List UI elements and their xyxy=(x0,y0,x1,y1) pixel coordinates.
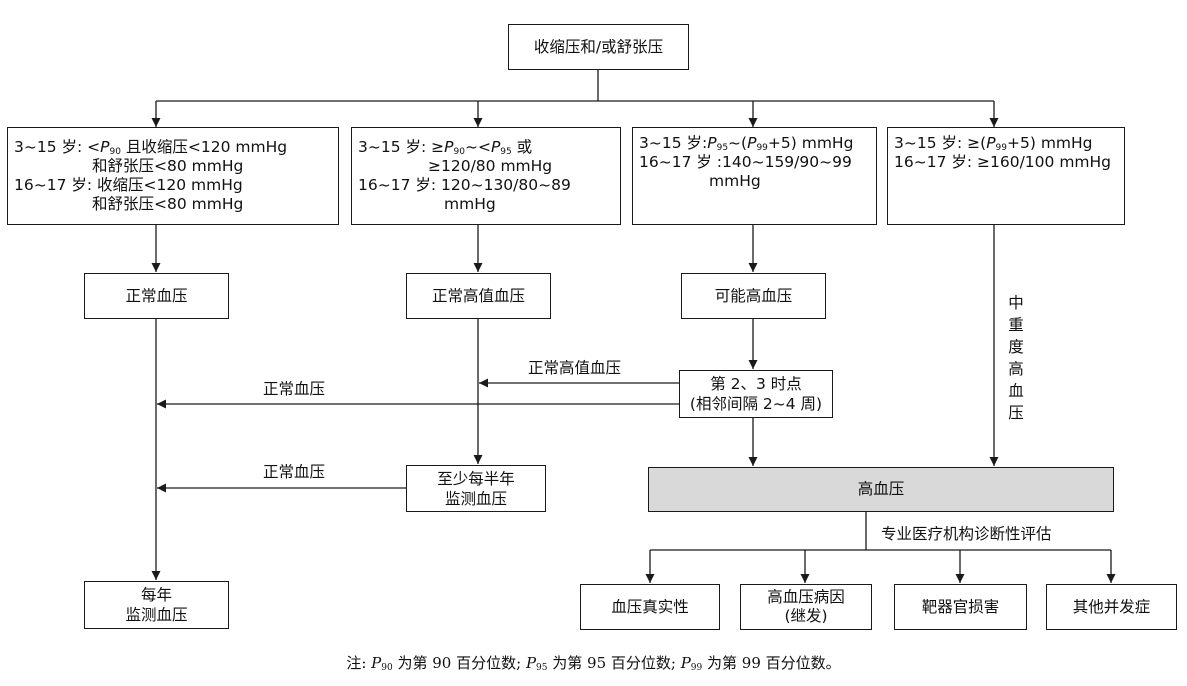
halfyear-line1: 至少每半年 xyxy=(437,469,515,488)
c2-line1: 3~15 岁: ≥P90~<P95 或 xyxy=(358,138,532,157)
footnote-p95-sub: 95 xyxy=(536,663,548,673)
footnote: 注: P90 为第 90 百分位数; P95 为第 95 百分位数; P99 为… xyxy=(0,652,1187,673)
node-yearly-monitor: 每年 监测血压 xyxy=(84,581,229,629)
edge-label-normal-1: 正常血压 xyxy=(263,380,326,398)
c2-l1-sub2: 95 xyxy=(500,147,512,157)
edge-label-high-normal: 正常高值血压 xyxy=(528,359,622,377)
node-possible-hypertension-label: 可能高血压 xyxy=(714,286,793,305)
node-bp-input-label: 收缩压和/或舒张压 xyxy=(533,37,664,56)
node-timepoint: 第 2、3 时点 (相邻间隔 2~4 周) xyxy=(679,370,833,418)
node-bp-authenticity: 血压真实性 xyxy=(580,584,720,630)
footnote-p90-text: 为第 90 百分位数; xyxy=(392,654,526,672)
node-possible-hypertension: 可能高血压 xyxy=(681,273,826,319)
c4-l1-var: P xyxy=(986,134,996,152)
c4-l1-prefix: 3~15 岁: ≥( xyxy=(894,134,987,152)
c2-line4: mmHg xyxy=(444,195,496,213)
node-other-complications-label: 其他并发症 xyxy=(1072,597,1151,616)
c2-l1-mid: ~< xyxy=(464,138,491,156)
c2-l1-sub1: 90 xyxy=(453,147,465,157)
node-normal-bp-label: 正常血压 xyxy=(125,286,188,305)
c1-l1-sub: 90 xyxy=(109,147,121,157)
c3-l1-prefix: 3~15 岁: xyxy=(639,134,708,152)
cause-line2: (继发) xyxy=(784,607,828,625)
node-criteria-normal: 3~15 岁: <P90 且收缩压<120 mmHg 和舒张压<80 mmHg … xyxy=(7,127,339,225)
c4-l1-suffix: +5) mmHg xyxy=(1007,134,1093,152)
c3-l1-var1: P xyxy=(707,134,717,152)
c1-l1-prefix: 3~15 岁: < xyxy=(14,138,101,156)
footnote-p99-text: 为第 99 百分位数。 xyxy=(702,654,841,672)
footnote-p95-var: P xyxy=(525,654,537,672)
c1-l1-var: P xyxy=(100,138,110,156)
node-bp-input: 收缩压和/或舒张压 xyxy=(508,24,689,70)
c1-line2: 和舒张压<80 mmHg xyxy=(92,157,244,175)
yearly-line1: 每年 xyxy=(140,586,172,604)
c3-line1: 3~15 岁:P95~(P99+5) mmHg xyxy=(639,134,853,153)
c3-line3: mmHg xyxy=(709,172,761,190)
c3-l1-mid: ~( xyxy=(728,134,748,152)
c2-l1-prefix: 3~15 岁: ≥ xyxy=(358,138,445,156)
c3-line2: 16~17 岁 :140~159/90~99 xyxy=(639,153,852,171)
node-halfyear-monitor: 至少每半年 监测血压 xyxy=(406,465,546,512)
footnote-p90-var: P xyxy=(371,654,382,672)
edge-label-moderate-severe: 中重度高血压 xyxy=(1008,294,1024,422)
c3-l1-suffix: +5) mmHg xyxy=(767,134,854,152)
cause-line1: 高血压病因 xyxy=(767,588,845,606)
footnote-p90-sub: 90 xyxy=(381,663,393,673)
footnote-prefix: 注: xyxy=(346,654,372,672)
edge-label-normal-2: 正常血压 xyxy=(263,463,326,481)
node-bp-authenticity-label: 血压真实性 xyxy=(611,597,689,616)
c2-l1-var2: P xyxy=(490,138,501,156)
c2-line3: 16~17 岁: 120~130/80~89 xyxy=(358,176,571,194)
c2-l1-suffix: 或 xyxy=(511,138,533,156)
c3-l1-var2: P xyxy=(747,134,757,152)
footnote-p99-var: P xyxy=(680,654,691,672)
c2-l1-var1: P xyxy=(444,138,454,156)
node-other-complications: 其他并发症 xyxy=(1046,584,1177,630)
c1-line1: 3~15 岁: <P90 且收缩压<120 mmHg xyxy=(14,138,287,157)
timepoint-line2: (相邻间隔 2~4 周) xyxy=(689,395,823,413)
c4-line1: 3~15 岁: ≥(P99+5) mmHg xyxy=(894,134,1093,153)
node-hypertension-label: 高血压 xyxy=(857,480,905,498)
yearly-line2: 监测血压 xyxy=(125,606,188,624)
c1-line4: 和舒张压<80 mmHg xyxy=(92,195,244,213)
node-criteria-possible: 3~15 岁:P95~(P99+5) mmHg 16~17 岁 :140~159… xyxy=(632,127,877,225)
footnote-p95-text: 为第 95 百分位数; xyxy=(547,654,681,672)
footnote-p99-sub: 99 xyxy=(690,663,703,673)
c1-l1-suffix: 且收缩压<120 mmHg xyxy=(120,138,288,156)
node-secondary-cause: 高血压病因 (继发) xyxy=(740,584,872,630)
c2-line2: ≥120/80 mmHg xyxy=(428,157,553,175)
c3-l1-sub2: 99 xyxy=(756,143,768,153)
node-hypertension: 高血压 xyxy=(648,467,1114,512)
c1-line3: 16~17 岁: 收缩压<120 mmHg xyxy=(14,176,243,194)
node-target-organ-damage: 靶器官损害 xyxy=(894,584,1027,630)
timepoint-line1: 第 2、3 时点 xyxy=(710,375,802,393)
edge-label-diagnostic: 专业医疗机构诊断性评估 xyxy=(881,525,1052,543)
node-target-organ-label: 靶器官损害 xyxy=(921,597,1000,616)
node-criteria-severe: 3~15 岁: ≥(P99+5) mmHg 16~17 岁: ≥160/100 … xyxy=(887,127,1125,225)
halfyear-line2: 监测血压 xyxy=(444,489,507,508)
c4-line2: 16~17 岁: ≥160/100 mmHg xyxy=(894,153,1112,171)
node-high-normal-bp: 正常高值血压 xyxy=(406,273,551,319)
node-criteria-high-normal: 3~15 岁: ≥P90~<P95 或 ≥120/80 mmHg 16~17 岁… xyxy=(351,127,621,225)
node-high-normal-bp-label: 正常高值血压 xyxy=(431,286,525,305)
c3-l1-sub1: 95 xyxy=(716,143,729,153)
c4-l1-sub: 99 xyxy=(995,143,1007,153)
node-normal-bp: 正常血压 xyxy=(84,273,229,319)
